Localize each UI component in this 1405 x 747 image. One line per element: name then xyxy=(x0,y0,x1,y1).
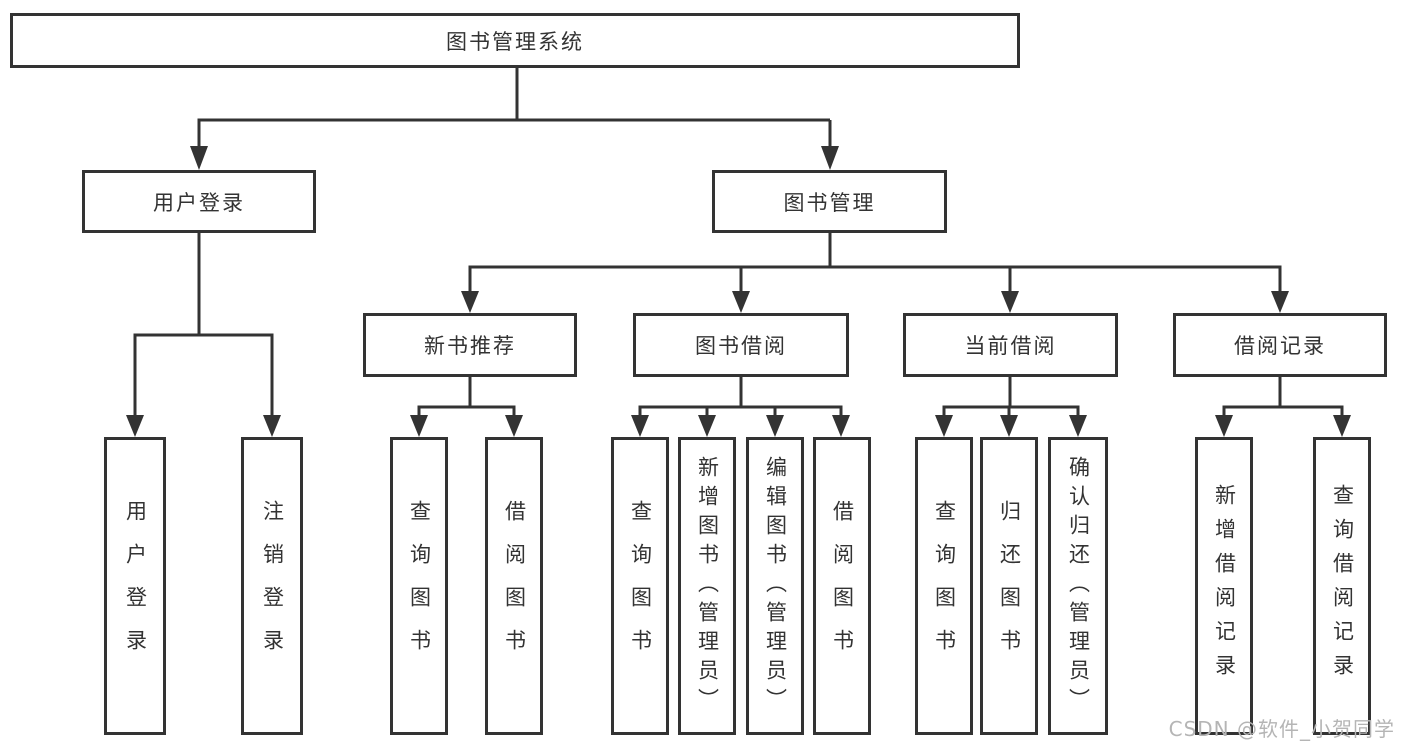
node-label: 图书管理 xyxy=(783,190,876,215)
node-borrow-record: 借阅记录 xyxy=(1173,313,1387,377)
node-label: 借阅图书 xyxy=(502,500,527,672)
connector-user-login-children xyxy=(133,233,274,417)
watermark: CSDN @软件_小贺同学 xyxy=(1168,717,1395,741)
node-new-book-recommend: 新书推荐 xyxy=(363,313,577,377)
node-label: 查询借阅记录 xyxy=(1330,484,1355,688)
leaf-logout: 注销登录 xyxy=(241,437,303,735)
node-label: 查询图书 xyxy=(628,500,653,672)
connector-new-book-children xyxy=(417,377,516,417)
node-book-management: 图书管理 xyxy=(712,170,947,233)
node-label: 归还图书 xyxy=(997,500,1022,672)
node-label: 注销登录 xyxy=(260,500,285,672)
connector-borrow-record-children xyxy=(1222,377,1344,417)
node-label: 新增借阅记录 xyxy=(1212,484,1237,688)
leaf-borrow-books: 借阅图书 xyxy=(813,437,871,735)
node-label: 查询图书 xyxy=(932,500,957,672)
connector-book-borrow-children xyxy=(638,377,843,417)
node-label: 新增图书（管理员） xyxy=(695,455,720,717)
connector-book-management-children xyxy=(468,233,1282,293)
leaf-query-books-current: 查询图书 xyxy=(915,437,973,735)
node-label: 借阅记录 xyxy=(1234,334,1326,358)
leaf-query-books-recommend: 查询图书 xyxy=(390,437,448,735)
node-label: 用户登录 xyxy=(123,500,148,672)
node-library-management-system: 图书管理系统 xyxy=(10,13,1020,68)
connector-arrowheads xyxy=(126,146,1351,437)
leaf-borrow-books-recommend: 借阅图书 xyxy=(485,437,543,735)
node-label: 查询图书 xyxy=(407,500,432,672)
node-label: 借阅图书 xyxy=(830,500,855,672)
node-label: 当前借阅 xyxy=(964,334,1057,358)
node-label: 确认归还（管理员） xyxy=(1066,455,1091,717)
node-label: 用户登录 xyxy=(153,190,245,215)
leaf-query-borrow-record: 查询借阅记录 xyxy=(1313,437,1371,735)
node-user-login: 用户登录 xyxy=(82,170,316,233)
node-label: 新书推荐 xyxy=(424,334,516,358)
node-label: 图书管理系统 xyxy=(446,29,584,54)
leaf-query-books-borrow: 查询图书 xyxy=(611,437,669,735)
leaf-edit-books-admin: 编辑图书（管理员） xyxy=(746,437,804,735)
node-current-borrow: 当前借阅 xyxy=(903,313,1118,377)
connector-current-borrow-children xyxy=(942,377,1080,417)
node-label: 编辑图书（管理员） xyxy=(763,455,788,717)
connector-root-to-level2 xyxy=(197,68,832,148)
node-book-borrow: 图书借阅 xyxy=(633,313,849,377)
node-label: 图书借阅 xyxy=(695,334,787,358)
leaf-return-books: 归还图书 xyxy=(980,437,1038,735)
leaf-add-borrow-record: 新增借阅记录 xyxy=(1195,437,1253,735)
leaf-add-books-admin: 新增图书（管理员） xyxy=(678,437,736,735)
leaf-user-login: 用户登录 xyxy=(104,437,166,735)
leaf-confirm-return-admin: 确认归还（管理员） xyxy=(1048,437,1108,735)
